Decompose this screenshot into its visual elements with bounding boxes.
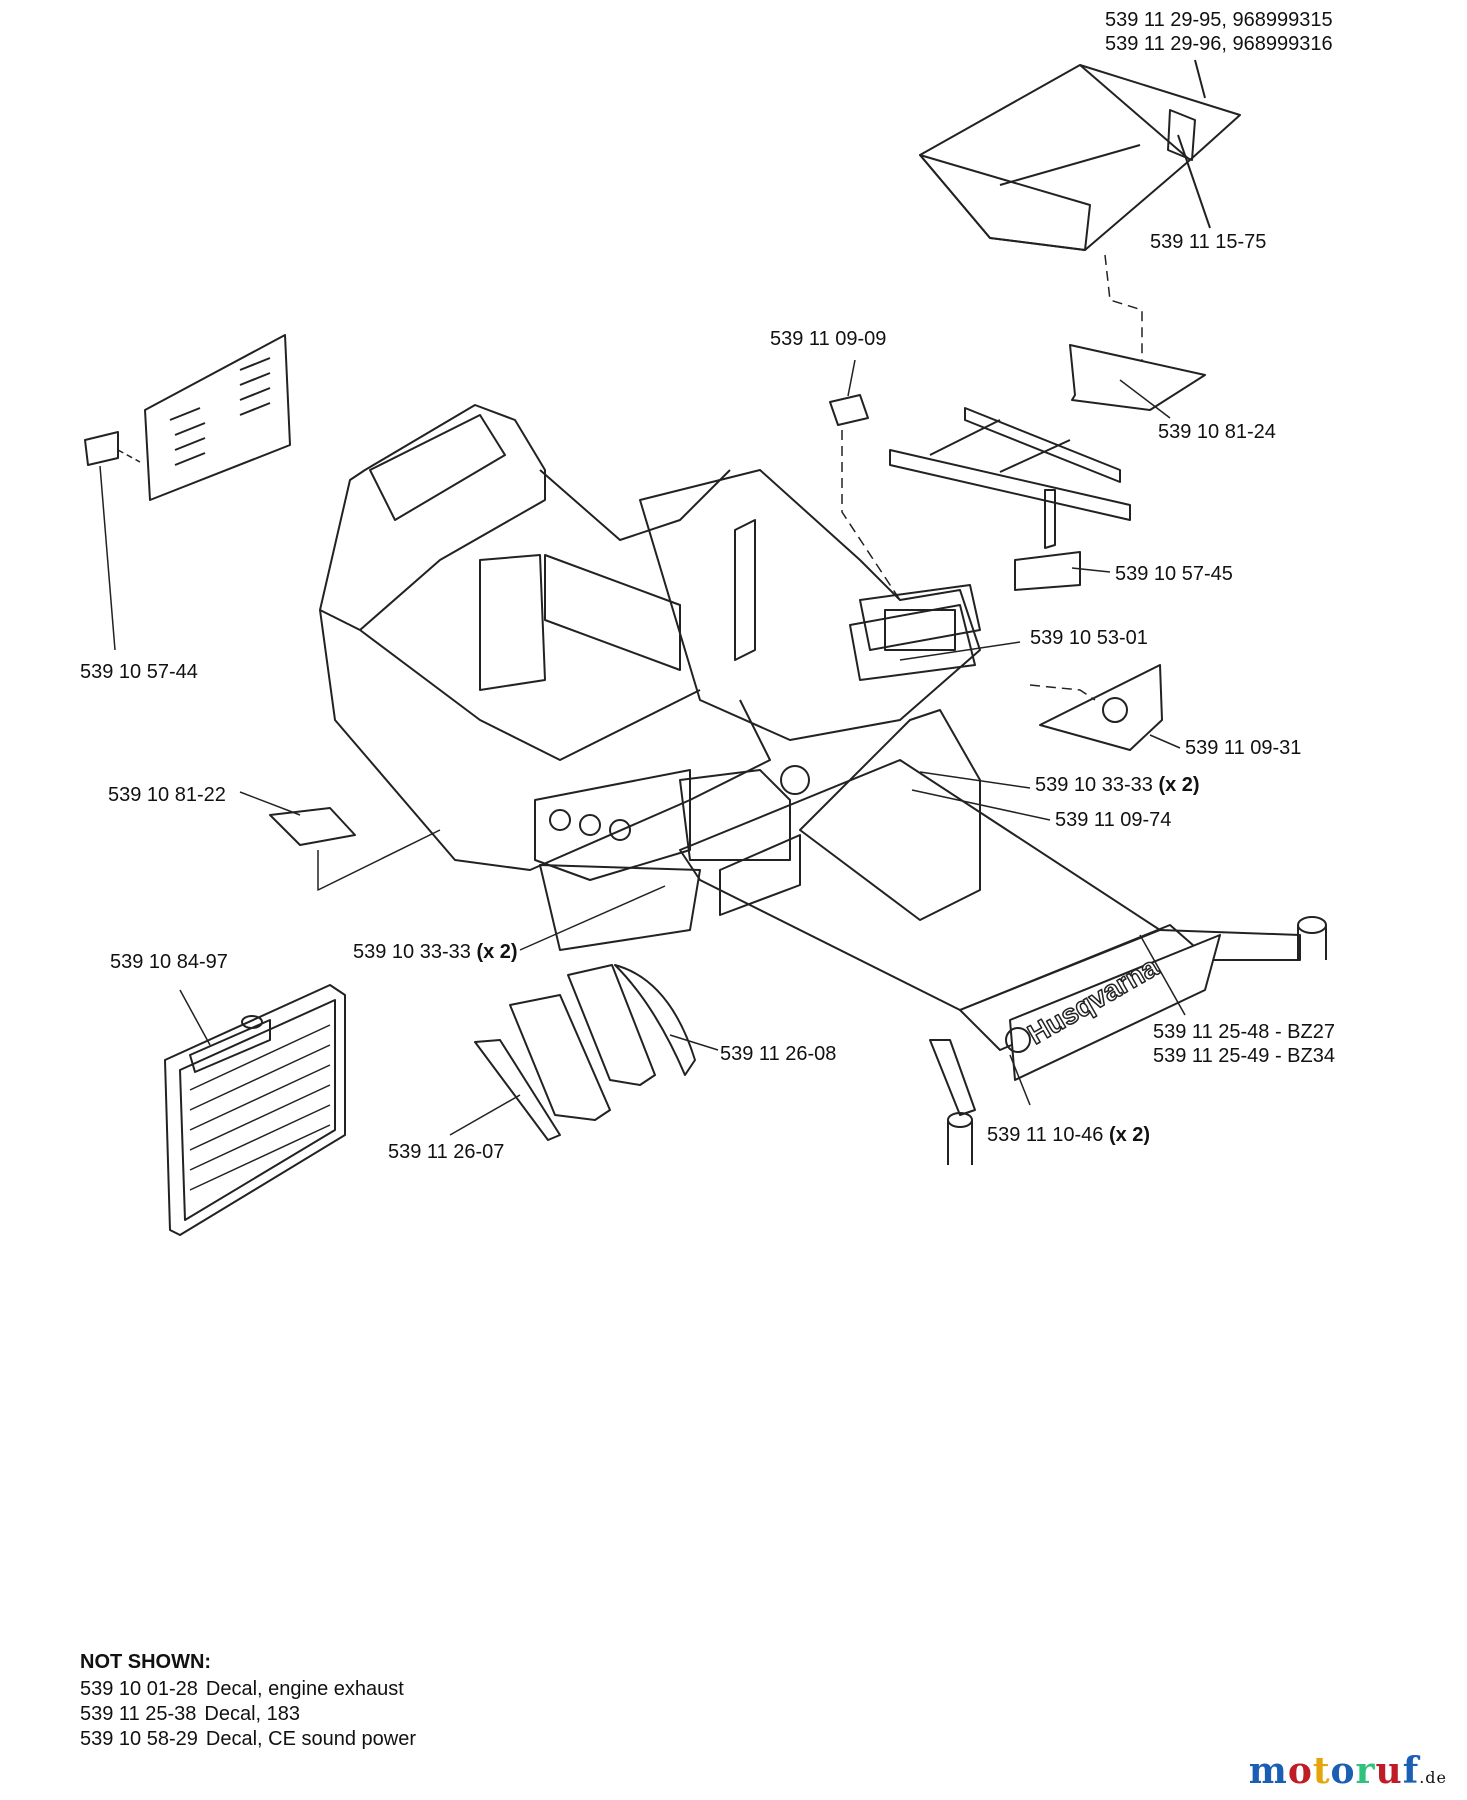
label-decal-3333-left-qty: (x 2)	[476, 941, 518, 963]
label-shield-2608: 539 11 26-08	[720, 1043, 837, 1065]
not-shown-title: NOT SHOWN:	[80, 1651, 212, 1673]
label-decal-8122: 539 10 81-22	[108, 784, 226, 806]
label-bz34: 539 11 25-49 - BZ34	[1153, 1045, 1335, 1067]
label-decal-3333-right-qty: (x 2)	[1158, 774, 1200, 796]
leader-seat-pan	[1194, 59, 1206, 99]
label-decal-0974: 539 11 09-74	[1055, 809, 1172, 831]
list-item: 539 10 58-29 Decal, CE sound power	[80, 1727, 424, 1752]
decal-5745-part	[1014, 551, 1081, 591]
label-seat-pan-2: 539 11 29-96, 968999316	[1105, 33, 1333, 55]
decal-0931-part	[1039, 664, 1163, 751]
motoruf-watermark: motoruf.de	[1249, 1750, 1447, 1792]
dashed-connector-seat	[1104, 254, 1143, 380]
label-decal-3333-right: 539 10 33-33 (x 2)	[1035, 773, 1200, 797]
label-decal-1046-part: 539 11 10-46	[987, 1124, 1104, 1146]
leader-seat-decal	[1177, 134, 1211, 229]
label-decal-3333-left-part: 539 10 33-33	[353, 941, 471, 963]
label-decal-5301: 539 10 53-01	[1030, 627, 1148, 649]
part-description: Decal, CE sound power	[205, 1728, 416, 1750]
radiator-part	[164, 984, 346, 1236]
watermark-suffix: .de	[1419, 1768, 1447, 1787]
label-decal-5745: 539 10 57-45	[1115, 563, 1233, 585]
part-number: 539 11 25-38	[80, 1703, 197, 1725]
label-decal-0909: 539 11 09-09	[770, 328, 887, 350]
seat-bracket-part	[889, 407, 1131, 549]
side-vent-panel-part	[144, 334, 291, 501]
husqvarna-logo	[1005, 1027, 1031, 1053]
part-number: 539 10 01-28	[80, 1678, 198, 1700]
chassis-frame-part	[319, 404, 1327, 1165]
decal-5744-part	[84, 431, 119, 466]
watermark-letter: r	[1355, 1750, 1376, 1792]
part-description: Decal, engine exhaust	[205, 1678, 404, 1700]
decal-5301-part	[849, 604, 976, 681]
seat-pan-part	[919, 64, 1241, 251]
part-description: Decal, 183	[204, 1703, 301, 1725]
watermark-letter: t	[1312, 1750, 1331, 1792]
watermark-letter: f	[1402, 1750, 1420, 1792]
label-shield-2607: 539 11 26-07	[388, 1141, 505, 1163]
label-decal-1046: 539 11 10-46 (x 2)	[987, 1123, 1150, 1147]
label-bz27: 539 11 25-48 - BZ27	[1153, 1021, 1335, 1043]
label-decal-8124: 539 10 81-24	[1158, 421, 1276, 443]
watermark-letter: o	[1330, 1750, 1356, 1792]
label-decal-3333-right-part: 539 10 33-33	[1035, 774, 1153, 796]
label-seat-pan-1: 539 11 29-95, 968999315	[1105, 9, 1333, 31]
shield-2608-part	[567, 964, 696, 1086]
dashed-connector-0909	[841, 430, 901, 601]
decal-0909-part	[829, 394, 869, 426]
label-seat-decal: 539 11 15-75	[1150, 231, 1267, 253]
label-decal-1046-qty: (x 2)	[1108, 1124, 1151, 1146]
list-item: 539 11 25-38 Decal, 183	[80, 1702, 424, 1727]
watermark-letter: u	[1375, 1750, 1403, 1792]
watermark-letters: motoruf	[1249, 1750, 1419, 1792]
shield-2607-part	[474, 994, 611, 1141]
watermark-letter: m	[1248, 1750, 1288, 1792]
list-item: 539 10 01-28 Decal, engine exhaust	[80, 1677, 424, 1702]
decal-8122-part	[269, 807, 356, 846]
label-decal-3333-left: 539 10 33-33 (x 2)	[353, 940, 518, 964]
part-number: 539 10 58-29	[80, 1728, 198, 1750]
label-radiator: 539 10 84-97	[110, 951, 228, 973]
decal-8124-part	[1069, 344, 1206, 411]
label-decal-5744: 539 10 57-44	[80, 661, 198, 683]
watermark-letter: o	[1287, 1750, 1313, 1792]
label-decal-0931: 539 11 09-31	[1185, 737, 1302, 759]
not-shown-list: NOT SHOWN: 539 10 01-28 Decal, engine exh…	[80, 1650, 424, 1752]
